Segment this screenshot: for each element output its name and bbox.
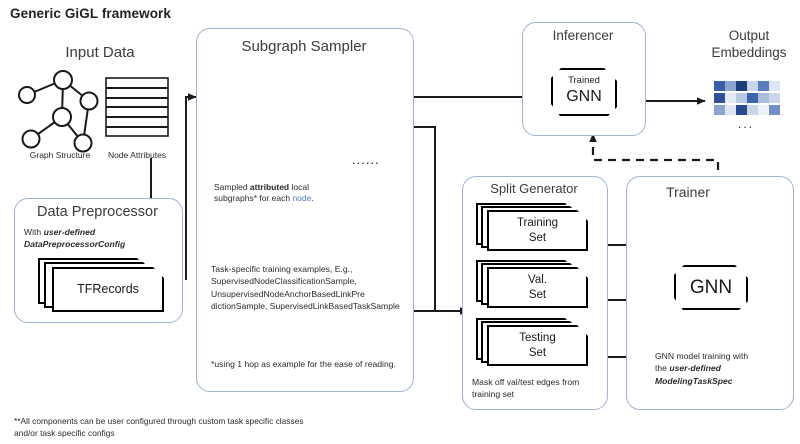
embedding-cell bbox=[769, 105, 780, 115]
trainer-gnn-label: GNN bbox=[689, 277, 733, 298]
embedding-cell bbox=[714, 105, 725, 115]
tfrecords-label: TFRecords bbox=[77, 282, 139, 296]
embedding-cell bbox=[714, 81, 725, 91]
testing-set-label-line2: Set bbox=[528, 347, 547, 359]
sampler-footnote: *using 1 hop as example for the ease of … bbox=[211, 359, 396, 369]
embedding-cell bbox=[736, 81, 747, 91]
cap-l1b: attributed bbox=[249, 182, 290, 192]
cap-node-word: node bbox=[292, 193, 312, 204]
graph-structure-drawing bbox=[18, 70, 99, 153]
tfrecords-sheet-front: TFRecords bbox=[52, 267, 164, 312]
testing-set-label-line1: Testing bbox=[519, 332, 556, 344]
trained-gnn-label-top: Trained bbox=[568, 75, 600, 86]
embedding-row bbox=[714, 93, 780, 103]
dp-subtitle-config: DataPreprocessorConfig bbox=[24, 239, 126, 250]
graph-structure-caption: Graph Structure bbox=[29, 150, 91, 160]
subgraph-ellipsis: ...... bbox=[352, 152, 380, 167]
trainer-cap-spec: ModelingTaskSpec bbox=[655, 375, 733, 386]
training-set-sheet-front: Training Set bbox=[487, 210, 588, 251]
data-preprocessor-label: Data Preprocessor bbox=[37, 204, 158, 220]
training-set-label-line2: Set bbox=[528, 232, 547, 244]
output-embeddings-ellipsis: ... bbox=[738, 117, 755, 131]
inferencer-box[interactable] bbox=[522, 22, 646, 136]
data-preprocessor-subtitle: With user-defined DataPreprocessorConfig bbox=[24, 226, 174, 251]
trainer-caption: GNN model training with the user-defined… bbox=[655, 350, 791, 387]
dp-subtitle-prefix: With bbox=[24, 227, 44, 237]
embedding-cell bbox=[769, 93, 780, 103]
output-embeddings-line2: Embeddings bbox=[711, 44, 787, 60]
embedding-cell bbox=[758, 93, 769, 103]
embedding-cell bbox=[736, 105, 747, 115]
output-embeddings-line1: Output bbox=[728, 28, 770, 43]
sampler-caption: Sampled attributed local subgraphs* for … bbox=[214, 182, 394, 205]
testing-set-sheet-front: Testing Set bbox=[487, 325, 588, 366]
cap-l1c: local bbox=[289, 182, 309, 192]
embedding-cell bbox=[725, 105, 736, 115]
split-generator-label: Split Generator bbox=[490, 181, 578, 196]
cap-l1a: Sampled bbox=[214, 182, 250, 192]
inferencer-label: Inferencer bbox=[552, 28, 614, 43]
embedding-row bbox=[714, 81, 780, 91]
val-set-label-line1: Val. bbox=[528, 274, 547, 286]
embedding-cell bbox=[714, 93, 725, 103]
embedding-cell bbox=[725, 81, 736, 91]
input-data-label: Input Data bbox=[65, 44, 135, 61]
embedding-row bbox=[714, 105, 780, 115]
val-set-label-line2: Set bbox=[528, 289, 547, 301]
task-specific-examples: Task-specific training examples, E.g., S… bbox=[211, 264, 400, 312]
node-attributes-table bbox=[105, 77, 169, 137]
embedding-cell bbox=[747, 105, 758, 115]
embedding-cell bbox=[769, 81, 780, 91]
trainer-cap-userdefined: user-defined bbox=[669, 363, 721, 374]
inferencer-trained-gnn-model[interactable]: Trained GNN bbox=[551, 68, 617, 116]
node-attributes-caption: Node Attributes bbox=[107, 150, 167, 160]
trained-gnn-label-bottom: GNN bbox=[566, 88, 602, 105]
val-set-stack[interactable]: Val. Set bbox=[476, 260, 596, 312]
embedding-cell bbox=[747, 81, 758, 91]
page-title: Generic GiGL framework bbox=[10, 6, 172, 21]
output-embeddings-label: Output Embeddings bbox=[700, 28, 798, 62]
testing-set-stack[interactable]: Testing Set bbox=[476, 318, 596, 370]
cap-l2a: subgraphs* for each bbox=[214, 193, 293, 204]
subgraph-sampler-box[interactable] bbox=[196, 28, 414, 392]
embedding-cell bbox=[747, 93, 758, 103]
embedding-cell bbox=[758, 105, 769, 115]
embedding-cell bbox=[758, 81, 769, 91]
training-set-stack[interactable]: Training Set bbox=[476, 203, 596, 255]
training-set-label-line1: Training bbox=[516, 217, 559, 229]
tfrecords-stack[interactable]: TFRecords bbox=[38, 258, 168, 314]
split-generator-caption: Mask off val/test edges from training se… bbox=[472, 377, 580, 400]
embedding-cell bbox=[725, 93, 736, 103]
page-footnote: **All components can be user configured … bbox=[14, 416, 304, 439]
cap-l2c: . bbox=[311, 193, 314, 204]
trainer-gnn-model[interactable]: GNN bbox=[674, 265, 748, 310]
trainer-label: Trainer bbox=[666, 184, 710, 200]
trainer-cap-l1: GNN model training with bbox=[655, 351, 749, 361]
dp-subtitle-bold: user-defined bbox=[43, 227, 96, 237]
subgraph-sampler-label: Subgraph Sampler bbox=[241, 38, 367, 55]
trainer-cap-l2a: the bbox=[655, 363, 670, 374]
val-set-sheet-front: Val. Set bbox=[487, 267, 588, 308]
embedding-cell bbox=[736, 93, 747, 103]
